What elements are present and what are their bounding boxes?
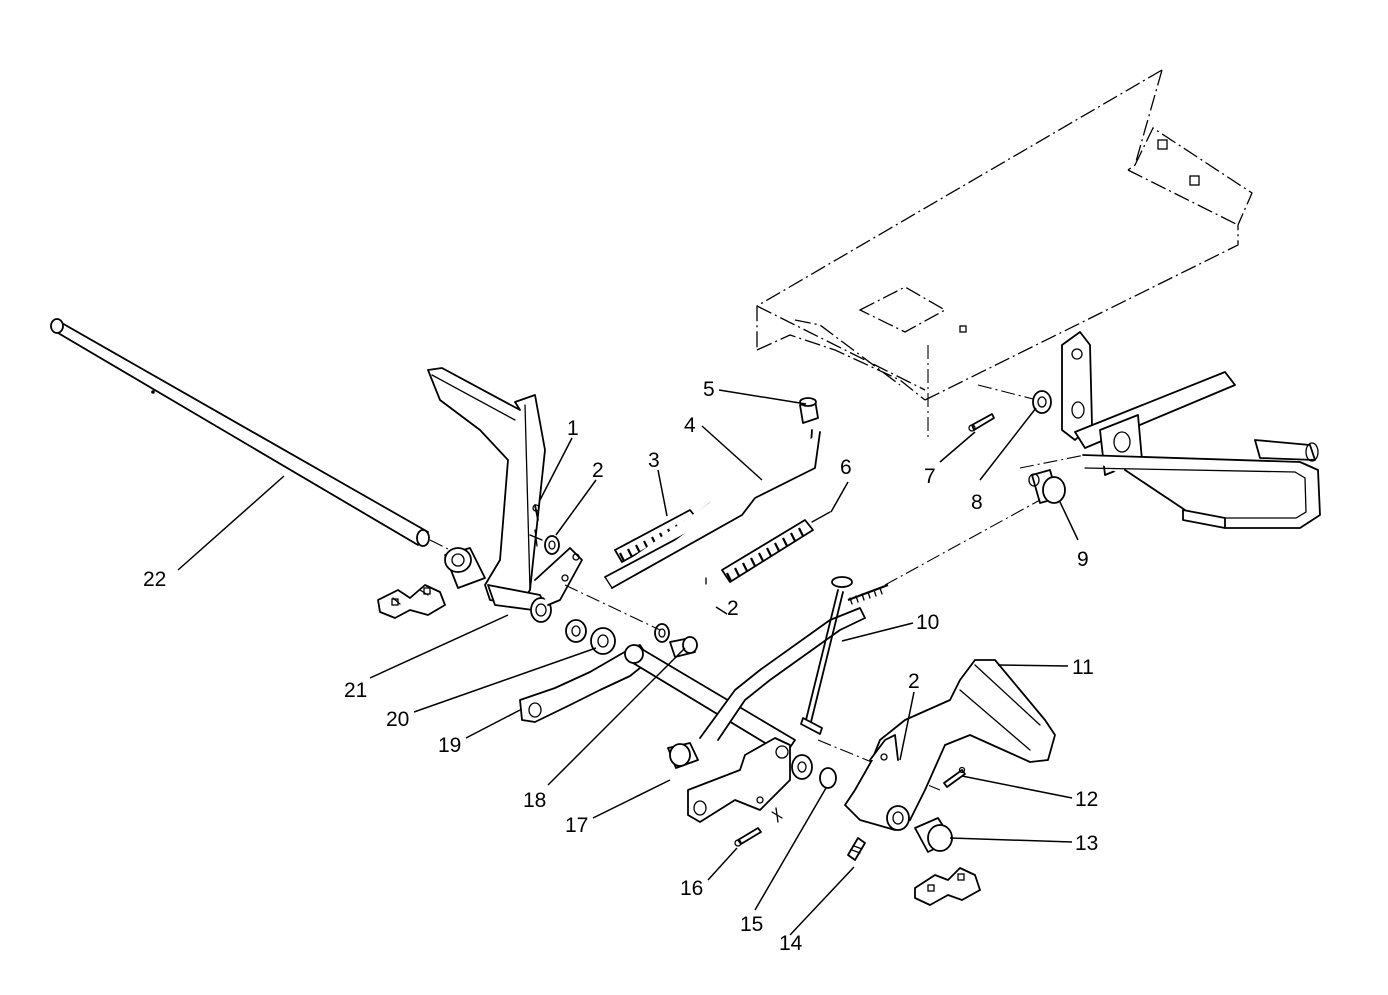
callout-10: 10 bbox=[916, 611, 939, 634]
part-1-pin bbox=[529, 504, 543, 547]
cross-shaft bbox=[624, 607, 866, 756]
callout-18: 18 bbox=[523, 789, 546, 812]
callout-16: 16 bbox=[680, 877, 703, 900]
left-bushing bbox=[444, 547, 486, 589]
callout-22: 22 bbox=[143, 568, 166, 591]
callout-3: 3 bbox=[648, 449, 660, 472]
part-18-pin bbox=[669, 636, 698, 658]
part-9-clevis-pin bbox=[1028, 469, 1066, 504]
centerline-9 bbox=[1019, 454, 1086, 469]
callout-6: 6 bbox=[840, 456, 852, 479]
right-mount-bracket bbox=[914, 867, 981, 906]
centerline-left-pivot bbox=[564, 584, 661, 631]
callout-19: 19 bbox=[438, 734, 461, 757]
part-10-adjust-rod bbox=[800, 576, 889, 735]
part-4-rod bbox=[604, 429, 821, 589]
callout-5: 5 bbox=[703, 378, 715, 401]
callout-7: 7 bbox=[924, 465, 936, 488]
callout-15: 15 bbox=[740, 913, 763, 936]
part-21-pedal-arm-left bbox=[427, 367, 583, 623]
callout-1: 1 bbox=[567, 417, 579, 440]
callout-2c: 2 bbox=[908, 670, 920, 693]
frame-phantom-outline bbox=[756, 69, 1253, 401]
left-mount-bracket bbox=[377, 584, 446, 619]
part-22-shaft bbox=[50, 318, 430, 547]
callout-2b: 2 bbox=[727, 597, 739, 620]
rear-bracket-assembly bbox=[1061, 331, 1321, 529]
part-20-washers bbox=[565, 619, 616, 655]
part-5-end-cap bbox=[799, 397, 819, 424]
centerline-rod bbox=[884, 499, 1041, 586]
callout-17: 17 bbox=[565, 814, 588, 837]
leader-lines bbox=[177, 389, 1079, 936]
part-11-pedal-right bbox=[844, 659, 1056, 831]
callout-9: 9 bbox=[1077, 548, 1089, 571]
callout-21: 21 bbox=[344, 679, 367, 702]
part-2-washer-a bbox=[544, 535, 560, 555]
part-8-washer bbox=[1032, 390, 1052, 414]
part-17-pivot-pin bbox=[667, 737, 791, 823]
part-6-spring bbox=[705, 511, 831, 585]
callout-2a: 2 bbox=[592, 459, 604, 482]
callout-20: 20 bbox=[386, 708, 409, 731]
callout-14: 14 bbox=[779, 932, 803, 955]
part-2-washer-b bbox=[654, 623, 670, 643]
part-14-bolt bbox=[847, 837, 866, 861]
callout-12: 12 bbox=[1075, 788, 1098, 811]
part-16-cotter-pin bbox=[734, 827, 762, 847]
part-13-bushing bbox=[914, 817, 953, 853]
callout-11: 11 bbox=[1072, 656, 1094, 679]
part-7-cotter-pin bbox=[968, 413, 995, 432]
callout-4: 4 bbox=[684, 414, 696, 437]
callout-8: 8 bbox=[971, 491, 983, 514]
callout-labels: 1 2 2 2 3 4 5 6 7 8 9 10 11 12 13 14 15 … bbox=[143, 378, 1098, 955]
callout-13: 13 bbox=[1075, 832, 1098, 855]
part-12-pin bbox=[943, 766, 966, 788]
part-15-washers bbox=[791, 754, 837, 789]
